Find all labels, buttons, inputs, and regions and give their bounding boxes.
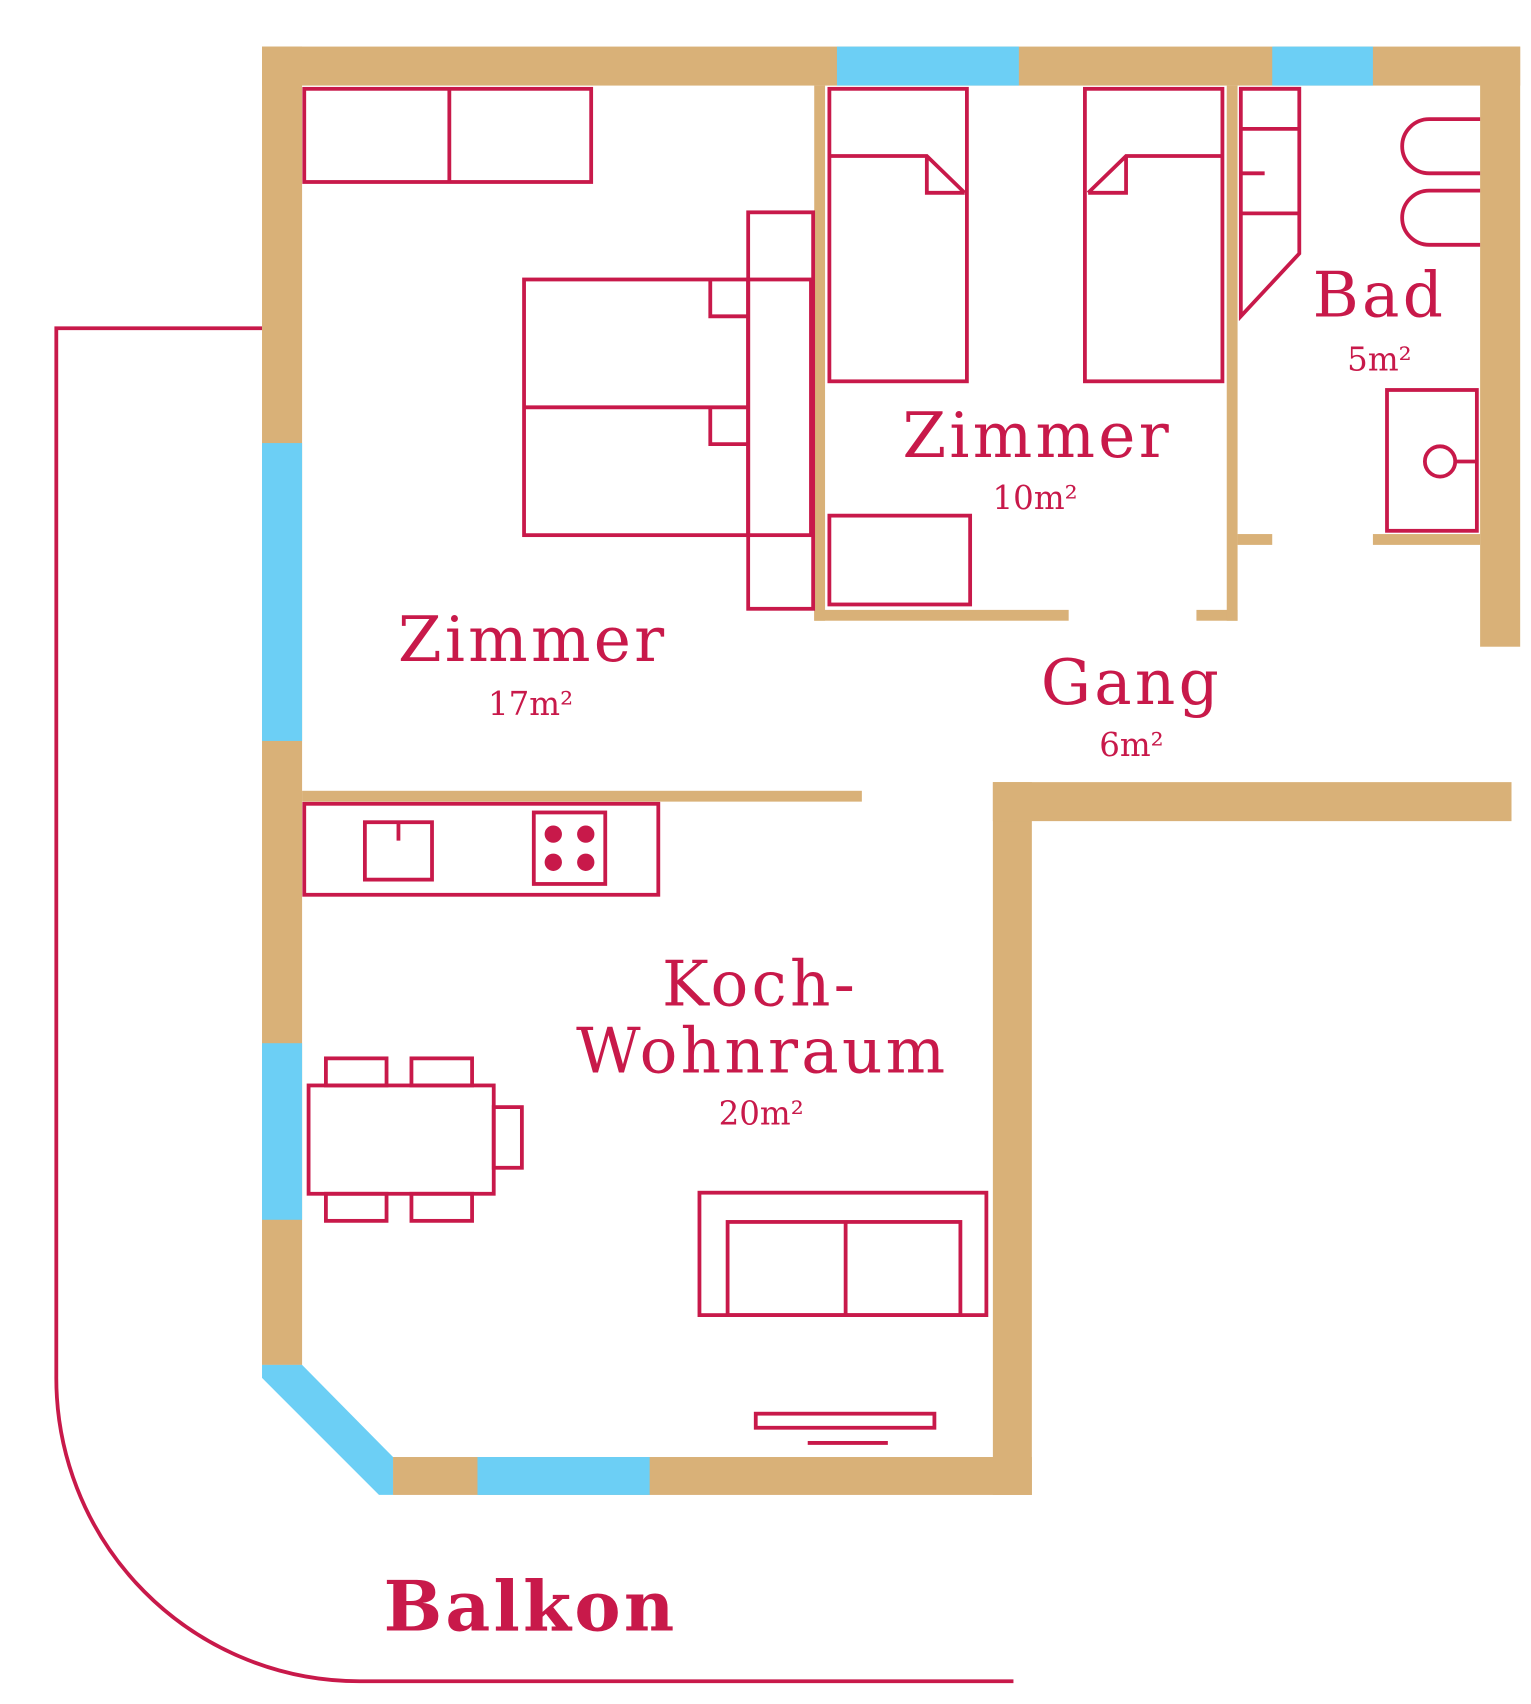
- room-bad-area: 5m²: [1347, 340, 1411, 378]
- windows: [262, 46, 1373, 1495]
- room-zimmer-17-name: Zimmer: [398, 603, 667, 676]
- room-zimmer-17-area: 17m²: [488, 685, 573, 723]
- furniture: [302, 86, 1481, 1445]
- room-kochwohnraum-name-1: Koch-: [662, 947, 858, 1020]
- room-gang-name: Gang: [1041, 646, 1222, 719]
- kitchen-counter: [302, 801, 661, 897]
- labels: Zimmer 17m² Zimmer 10m² Bad 5m² Gang 6m²…: [384, 258, 1447, 1647]
- sofa: [697, 1190, 989, 1317]
- balcony-outline: [54, 326, 1014, 1684]
- room-gang-area: 6m²: [1099, 726, 1163, 764]
- room-kochwohnraum-name-2: Wohnraum: [576, 1014, 948, 1087]
- toilet: [1385, 388, 1479, 533]
- double-bed: [522, 210, 816, 611]
- room-kochwohnraum-area: 20m²: [719, 1094, 804, 1132]
- bathtub-towels: [1400, 117, 1481, 247]
- tv: [753, 1411, 937, 1445]
- single-beds: [827, 86, 1225, 607]
- walls: [262, 46, 1521, 1495]
- room-zimmer-10-name: Zimmer: [903, 399, 1172, 472]
- room-bad-name: Bad: [1313, 258, 1447, 331]
- room-zimmer-10-area: 10m²: [993, 479, 1078, 517]
- shelf: [1238, 86, 1302, 322]
- dining-table: [306, 1056, 524, 1223]
- balkon-label: Balkon: [384, 1566, 678, 1647]
